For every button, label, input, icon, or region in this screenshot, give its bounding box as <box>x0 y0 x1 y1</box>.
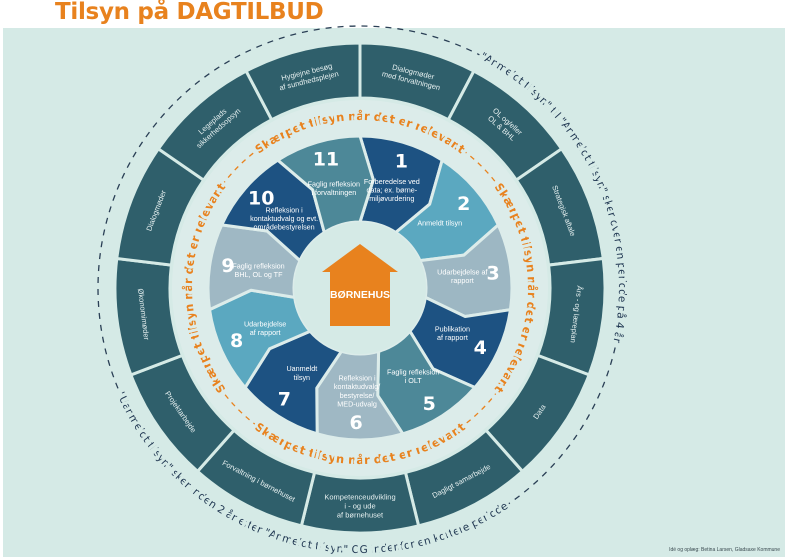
step-number: 7 <box>278 389 291 411</box>
step-label: Anmeldt tilsyn <box>417 218 462 227</box>
step-number: 4 <box>474 337 487 359</box>
outer-segment: OL og/ellerOL & BHL <box>446 69 564 183</box>
outer-segment: Års - og læreplan <box>535 256 607 377</box>
step-number: 1 <box>395 151 408 173</box>
center-house: BØRNEHUS <box>294 222 426 354</box>
outer-segment: Økonomimøder <box>113 256 185 377</box>
credit-text: Idé og oplæg: Betina Larsen, Gladsaxe Ko… <box>669 547 780 553</box>
outer-segment: Hygiejne besøgaf sundhedsplejen <box>244 41 362 122</box>
page-title: Tilsyn på DAGTILBUD <box>55 0 324 25</box>
step-number: 5 <box>423 393 436 415</box>
center-label: BØRNEHUS <box>330 289 390 301</box>
house-icon <box>322 244 398 326</box>
outer-segment: Legepladssikkerhedsopsyn <box>156 69 274 183</box>
step-number: 2 <box>457 193 470 215</box>
step-number: 10 <box>248 187 274 209</box>
orange-dashed-circle <box>187 115 533 461</box>
step-number: 6 <box>350 412 363 434</box>
step-number: 8 <box>230 330 243 352</box>
step-number: 11 <box>313 148 339 170</box>
outer-dashed-circle <box>97 25 623 551</box>
step-number: 3 <box>487 263 500 285</box>
step-number: 9 <box>221 255 234 277</box>
outer-segment: Dialogmødermed forvaltningen <box>358 41 476 122</box>
